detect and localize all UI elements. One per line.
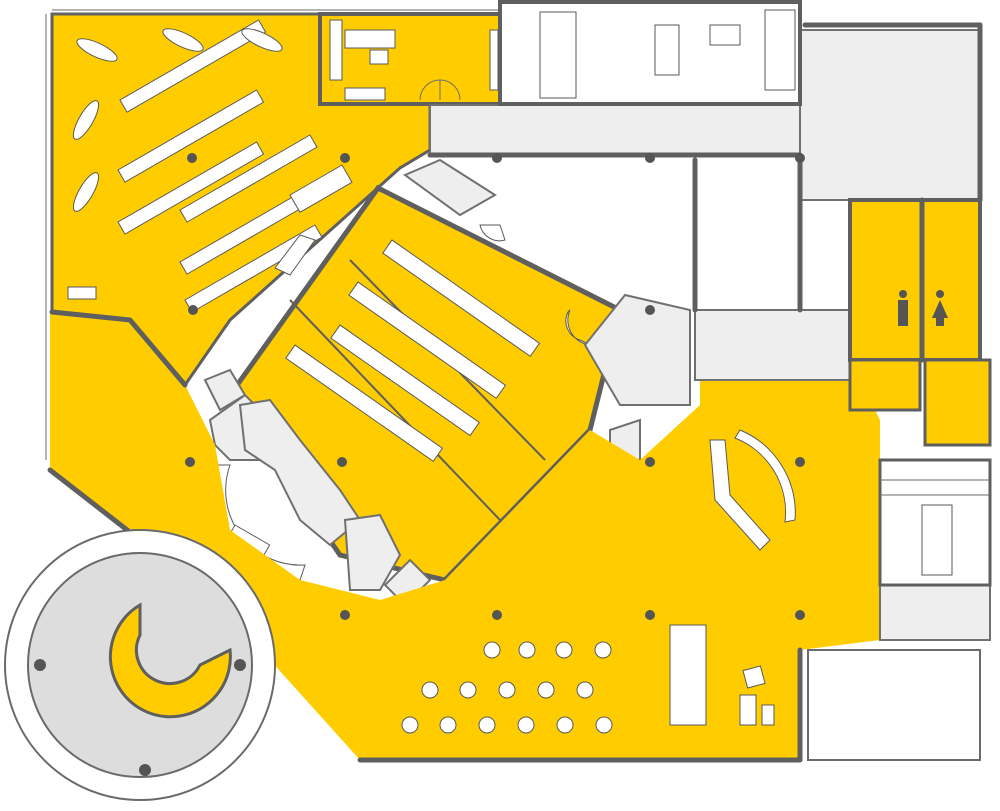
round-tower xyxy=(4,529,276,801)
structural-columns xyxy=(185,153,805,620)
classroom-desk-rows xyxy=(285,239,541,463)
service-rooms-west xyxy=(203,158,691,607)
female-person-icon xyxy=(932,290,948,326)
male-person-icon xyxy=(898,290,908,326)
study-desks-north xyxy=(67,19,353,313)
office-north xyxy=(318,12,502,106)
restrooms xyxy=(848,197,992,447)
cafe-tables xyxy=(401,624,775,734)
reception-desk xyxy=(709,429,796,551)
staircase-east xyxy=(878,458,992,587)
